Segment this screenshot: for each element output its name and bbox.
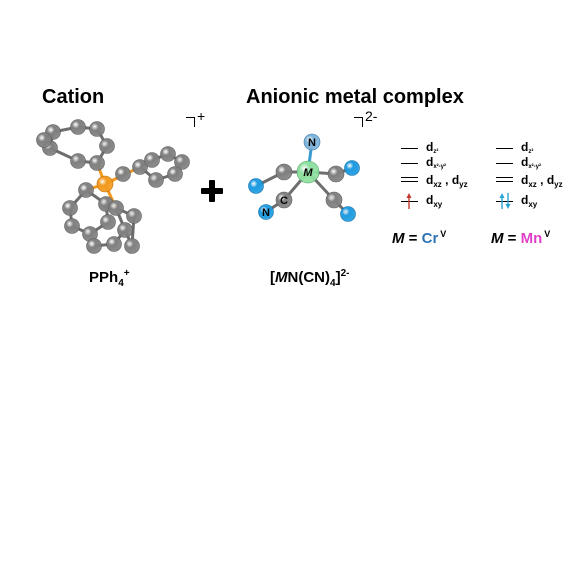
carbon-atom — [126, 208, 142, 224]
carbon-atom — [70, 153, 86, 169]
carbon-atom — [62, 200, 78, 216]
carbon-atom — [115, 166, 131, 182]
nitrogen-atom — [344, 160, 360, 176]
carbon-atom — [89, 121, 105, 137]
carbon-atom — [132, 159, 148, 175]
anion-formula: [MN(CN)4]2- — [270, 268, 350, 289]
spin-pair-electron-icon — [499, 193, 511, 209]
orbital-label-dx2y2: dx²-y² — [521, 155, 542, 170]
level-dx2y2 — [401, 163, 418, 164]
carbon-atom — [106, 236, 122, 252]
carbon-atom — [275, 163, 293, 181]
carbon-atom — [160, 146, 176, 162]
anion-heading: Anionic metal complex — [246, 86, 464, 108]
level-dxz — [496, 177, 513, 178]
cation-charge: + — [186, 108, 205, 131]
carbon-atom — [70, 119, 86, 135]
level-dz2 — [401, 148, 418, 149]
carbon-atom — [36, 132, 52, 148]
orbital-label-dxz-dyz: dxz , dyz — [521, 173, 563, 189]
nitride-label: N — [308, 137, 316, 149]
level-dyz — [496, 181, 513, 182]
carbon-atom — [117, 222, 133, 238]
orbital-label-dxy: dxy — [521, 193, 538, 209]
carbon-atom — [325, 191, 343, 209]
phosphorus-atom — [96, 175, 114, 193]
carbon-atom — [144, 152, 160, 168]
carbon-atom — [124, 238, 140, 254]
carbon-label: C — [280, 195, 288, 207]
metal-atom-label: M — [303, 167, 313, 179]
cation-heading: Cation — [42, 86, 105, 108]
plus-icon — [201, 180, 223, 202]
carbon-atom — [64, 218, 80, 234]
charge-bracket-icon — [354, 117, 363, 127]
nitrogen-atom — [340, 206, 356, 222]
level-dz2 — [496, 148, 513, 149]
carbon-atom — [327, 165, 345, 183]
anion-charge: 2- — [354, 108, 377, 131]
charge-bracket-icon — [186, 117, 195, 127]
level-dyz — [401, 181, 418, 182]
anion-charge-value: 2- — [365, 108, 378, 124]
cation-charge-value: + — [197, 108, 206, 124]
orbital-label-dxz-dyz: dxz , dyz — [426, 173, 468, 189]
nitrogen-label: N — [262, 207, 270, 219]
carbon-atom — [174, 154, 190, 170]
cation-formula: PPh4+ — [89, 268, 130, 289]
orbital-label-dz2: dz² — [426, 140, 439, 155]
nitrogen-atom — [258, 204, 274, 220]
pph4-molecule — [36, 119, 190, 254]
carbon-atom — [108, 200, 124, 216]
nitride-atom — [303, 133, 321, 151]
orbital-label-dz2: dz² — [521, 140, 534, 155]
level-dxz — [401, 177, 418, 178]
carbon-atom — [86, 238, 102, 254]
carbon-atom — [275, 191, 293, 209]
level-dx2y2 — [496, 163, 513, 164]
carbon-atom — [89, 155, 105, 171]
level-dxy — [496, 201, 513, 202]
carbon-atom — [148, 172, 164, 188]
spin-up-electron-icon — [406, 193, 412, 209]
nitrogen-atom — [248, 178, 264, 194]
carbon-atom — [99, 138, 115, 154]
carbon-atom — [78, 182, 94, 198]
metal-atom — [296, 160, 320, 184]
orbital-label-dx2y2: dx²-y² — [426, 155, 447, 170]
orbital-label-dxy: dxy — [426, 193, 443, 209]
carbon-atom — [100, 214, 116, 230]
carbon-atom — [167, 166, 183, 182]
